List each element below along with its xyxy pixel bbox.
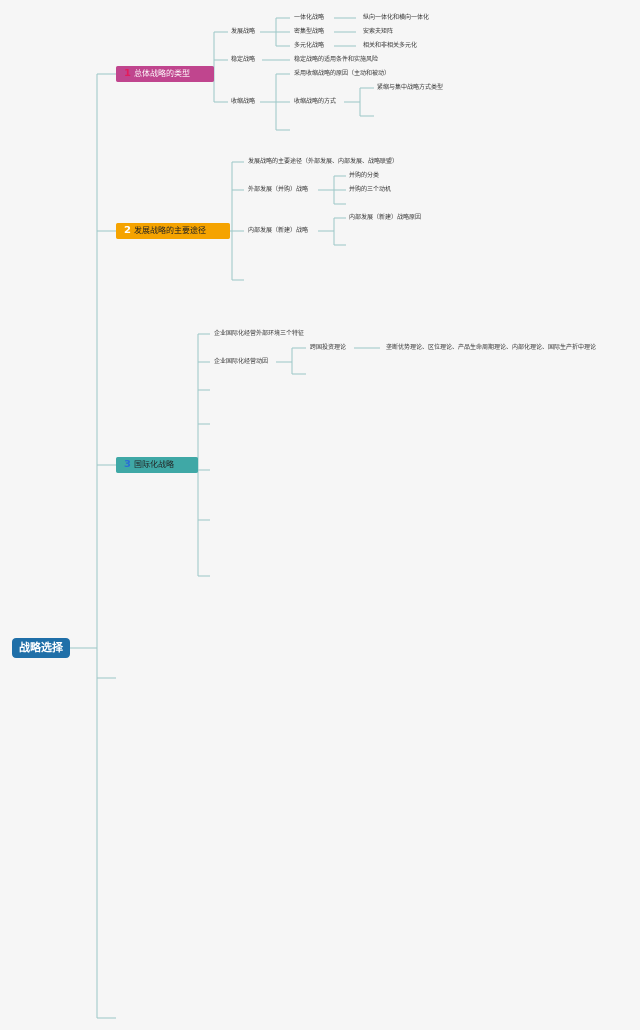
branch-number: 1 bbox=[124, 68, 131, 79]
branch-number: 3 bbox=[124, 459, 131, 470]
node-development-strategy[interactable]: 发展战略 bbox=[231, 28, 256, 35]
node-external-environment-features[interactable]: 企业国际化经营外部环境三个特征 bbox=[214, 330, 305, 337]
node-diversification-strategy[interactable]: 多元化战略 bbox=[294, 42, 325, 49]
node-retrenchment-strategy[interactable]: 收缩战略 bbox=[231, 98, 256, 105]
node-integration-detail[interactable]: 纵向一体化和横向一体化 bbox=[363, 14, 430, 21]
node-integration-strategy[interactable]: 一体化战略 bbox=[294, 14, 325, 21]
branch-number: 2 bbox=[124, 225, 131, 236]
node-internal-development[interactable]: 内部发展（新建）战略 bbox=[248, 227, 309, 234]
node-merger-motives[interactable]: 并购的三个动机 bbox=[349, 186, 392, 193]
node-intensive-strategy[interactable]: 密集型战略 bbox=[294, 28, 325, 35]
node-merger-classification[interactable]: 并购的分类 bbox=[349, 172, 380, 179]
node-diversification-detail[interactable]: 相关和非相关多元化 bbox=[363, 42, 418, 49]
branch-label: 国际化战略 bbox=[133, 460, 174, 469]
node-ansoff-matrix[interactable]: 安索夫矩阵 bbox=[363, 28, 394, 35]
node-main-paths[interactable]: 发展战略的主要途径（外部发展、内部发展、战略联盟） bbox=[248, 158, 399, 165]
branch-label: 发展战略的主要途径 bbox=[133, 226, 206, 235]
node-external-development[interactable]: 外部发展（并购）战略 bbox=[248, 186, 309, 193]
node-retrenchment-reasons[interactable]: 采用收缩战略的原因（主动和被动） bbox=[294, 70, 391, 77]
root-topic[interactable]: 战略选择 bbox=[12, 638, 70, 658]
node-retrenchment-methods[interactable]: 收缩战略的方式 bbox=[294, 98, 337, 105]
node-internal-development-reasons[interactable]: 内部发展（新建）战略原因 bbox=[349, 214, 422, 221]
node-stability-strategy[interactable]: 稳定战略 bbox=[231, 56, 256, 63]
node-fdi-theory-list[interactable]: 垄断优势理论、区位理论、产品生命周期理论、内部化理论、国际生产折中理论 bbox=[386, 344, 597, 351]
node-retrenchment-types[interactable]: 紧缩与集中战略方式类型 bbox=[377, 84, 444, 91]
node-fdi-theory[interactable]: 跨国投资理论 bbox=[310, 344, 347, 351]
node-stability-conditions[interactable]: 稳定战略的适用条件和实施风险 bbox=[294, 56, 379, 63]
node-international-motives[interactable]: 企业国际化经营动因 bbox=[214, 358, 269, 365]
branch-label: 总体战略的类型 bbox=[133, 69, 190, 78]
